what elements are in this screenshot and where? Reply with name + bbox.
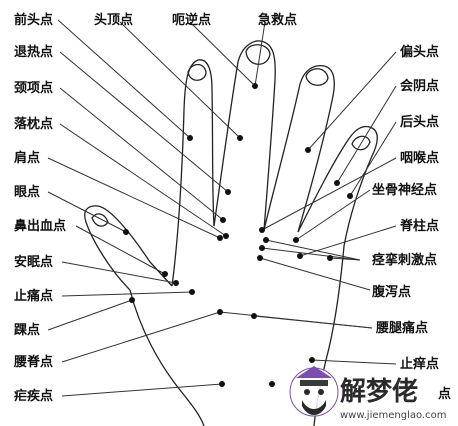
point-jingluan-1 (263, 237, 269, 243)
label-jingluancijizhi: 痉挛刺激点 (372, 252, 437, 268)
point-jizhu (297, 253, 303, 259)
label-touding: 头顶点 (94, 12, 133, 28)
watermark-brand: 解梦佬 (340, 377, 418, 407)
label-houtou: 后头点 (400, 114, 439, 130)
index-nail (187, 63, 207, 81)
thumb-outline (84, 205, 173, 291)
point-qiantou (187, 135, 193, 141)
point-anmian (173, 280, 179, 286)
ring-nail (305, 68, 329, 86)
label-yan: 眼点 (14, 184, 40, 200)
point-touding (237, 135, 243, 141)
label-laozhen: 落枕点 (14, 116, 53, 132)
point-yanhou (259, 227, 265, 233)
point-zhitong (189, 289, 195, 295)
point-fuxie (257, 255, 263, 261)
acupoint-dots (123, 83, 353, 387)
middle-finger-outline (213, 40, 276, 231)
label-huiyin: 会阴点 (400, 78, 439, 94)
point-houtou (347, 193, 353, 199)
labels-left: 前头点 头顶点 呃逆点 急救点 退热点 颈项点 落枕点 肩点 眼点 鼻出血点 安… (13, 12, 297, 404)
thumb-nail (91, 213, 109, 227)
labels-right: 偏头点 会阴点 后头点 咽喉点 坐骨神经点 脊柱点 痉挛刺激点 腹泻点 腰腿痛点… (372, 44, 451, 402)
point-piantou (305, 147, 311, 153)
label-jizhu: 脊柱点 (399, 218, 439, 234)
watermark-url: www.jiemenglao.com (340, 410, 446, 421)
label-fuxie: 腹泻点 (372, 284, 411, 300)
hand-outline (84, 40, 378, 426)
label-nueji: 疟疾点 (14, 388, 53, 404)
point-huai (129, 297, 135, 303)
label-yaotuitong: 腰腿痛点 (375, 320, 428, 336)
point-jian (217, 235, 223, 241)
label-piantou: 偏头点 (400, 44, 439, 60)
label-yaoji: 腰脊点 (13, 354, 53, 370)
label-enie: 呃逆点 (172, 12, 211, 28)
label-jingxiang: 颈项点 (14, 80, 53, 96)
little-nail (351, 135, 371, 151)
point-laozhen (223, 233, 229, 239)
point-zuogushenjing (293, 237, 299, 243)
label-anmian: 安眠点 (14, 254, 53, 270)
label-zhiyang: 止痒点 (400, 356, 439, 372)
little-finger-outline (297, 125, 378, 247)
label-jian: 肩点 (14, 150, 40, 166)
point-jingluan-3 (327, 255, 333, 261)
ring-finger-outline (263, 64, 335, 233)
label-zhitong: 止痛点 (14, 288, 53, 304)
label-tuire: 退热点 (14, 44, 53, 60)
leader-lines (47, 19, 397, 397)
point-tuire (225, 189, 231, 195)
label-jijiu: 急救点 (258, 12, 297, 28)
label-zuogushenjing: 坐骨神经点 (372, 182, 437, 198)
point-zhiyang (309, 357, 315, 363)
point-yan (123, 229, 129, 235)
label-last-right: 点 (438, 386, 451, 402)
label-huai: 踝点 (14, 322, 40, 338)
point-enie-jijiu (252, 83, 258, 89)
palm-left-edge (129, 289, 205, 426)
label-qiantou: 前头点 (14, 12, 53, 28)
watermark-logo-icon (289, 366, 339, 417)
point-huiyin (334, 180, 340, 186)
label-yanhou: 咽喉点 (400, 150, 439, 166)
point-extra (269, 381, 275, 387)
point-jingluan-2 (259, 245, 265, 251)
watermark: 解梦佬 www.jiemenglao.com (289, 366, 446, 421)
point-bichuxue (162, 271, 168, 277)
index-finger-outline (171, 59, 215, 287)
point-yaoji (217, 309, 223, 315)
point-yaotui (251, 313, 257, 319)
label-bichuxue: 鼻出血点 (14, 218, 66, 234)
point-jingxiang (220, 217, 226, 223)
middle-nail (245, 44, 271, 65)
point-nueji (219, 381, 225, 387)
